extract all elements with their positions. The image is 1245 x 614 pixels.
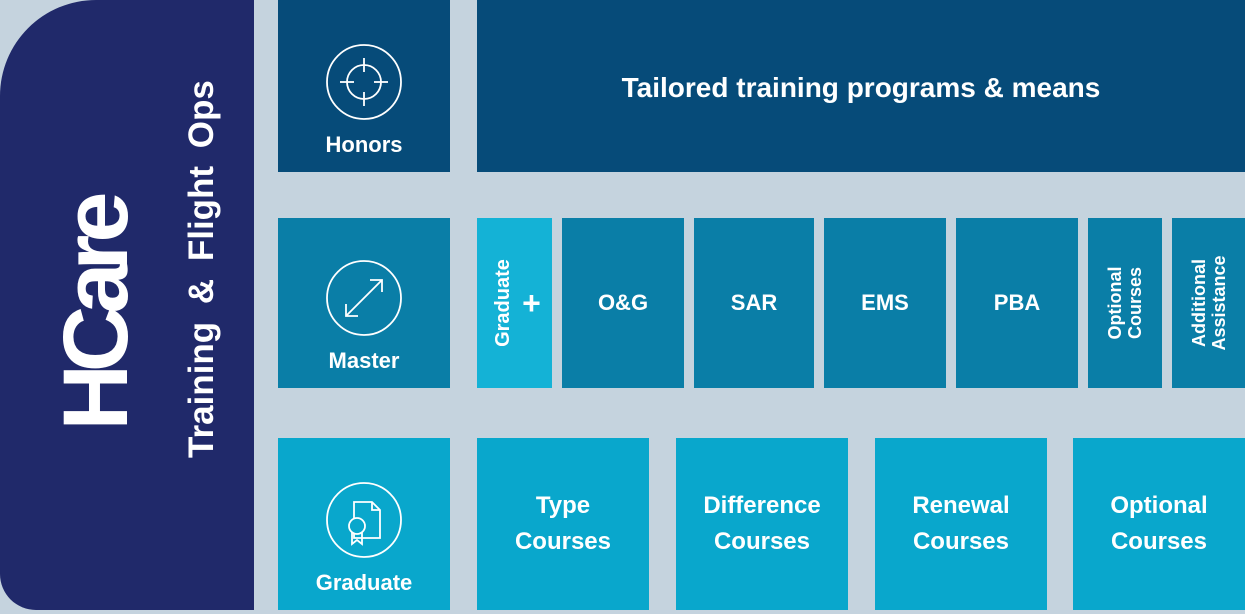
- additional-assistance-label: Additional Assistance: [1189, 233, 1229, 373]
- banner-text: Tailored training programs & means: [621, 72, 1101, 103]
- master-additional-assistance[interactable]: Additional Assistance: [1172, 218, 1245, 388]
- certificate-icon: [326, 482, 402, 558]
- course-line: Renewal: [912, 492, 1010, 519]
- master-item-label: SAR: [730, 290, 778, 315]
- course-line: Difference: [703, 492, 821, 519]
- course-line: Type: [535, 492, 591, 519]
- level-label: Honors: [325, 132, 403, 157]
- level-honors[interactable]: Honors: [278, 0, 450, 172]
- level-label: Master: [328, 348, 400, 373]
- master-item-label: PBA: [993, 290, 1041, 315]
- course-line: Courses: [912, 528, 1010, 555]
- master-item-label: O&G: [597, 290, 649, 315]
- optional-line: Optional: [1105, 266, 1125, 340]
- graduate-plus-tile[interactable]: Graduate +: [477, 218, 552, 388]
- brand-panel: HCare Training & Flight Ops: [0, 0, 254, 610]
- master-optional-courses[interactable]: Optional Courses: [1088, 218, 1162, 388]
- additional-line: Assistance: [1209, 255, 1229, 351]
- target-icon: [326, 44, 402, 120]
- level-master[interactable]: Master: [278, 218, 450, 388]
- level-label: Graduate: [315, 570, 413, 595]
- course-optional[interactable]: Optional Courses: [1073, 438, 1245, 610]
- master-item-ems[interactable]: EMS: [824, 218, 946, 388]
- optional-courses-label: Optional Courses: [1105, 233, 1145, 373]
- additional-line: Additional: [1189, 259, 1209, 347]
- plus-sign: +: [522, 284, 541, 321]
- graduate-plus-text-wrap: Graduate: [488, 218, 518, 388]
- master-item-label: EMS: [861, 290, 909, 315]
- course-line: Optional: [1110, 492, 1208, 519]
- course-line: Courses: [1110, 528, 1208, 555]
- brand-subtitle: Training & Flight Ops: [182, 80, 221, 458]
- graduate-plus-label: Graduate: [492, 259, 515, 347]
- expand-arrows-icon: [326, 260, 402, 336]
- course-line: Courses: [713, 528, 811, 555]
- course-line: Courses: [514, 528, 612, 555]
- master-item-pba[interactable]: PBA: [956, 218, 1078, 388]
- level-graduate[interactable]: Graduate: [278, 438, 450, 610]
- honors-banner: Tailored training programs & means: [477, 0, 1245, 172]
- course-renewal[interactable]: Renewal Courses: [875, 438, 1047, 610]
- master-item-og[interactable]: O&G: [562, 218, 684, 388]
- optional-line: Courses: [1125, 266, 1145, 340]
- brand-logo: HCare: [45, 199, 147, 431]
- course-type[interactable]: Type Courses: [477, 438, 649, 610]
- master-item-sar[interactable]: SAR: [694, 218, 814, 388]
- course-difference[interactable]: Difference Courses: [676, 438, 848, 610]
